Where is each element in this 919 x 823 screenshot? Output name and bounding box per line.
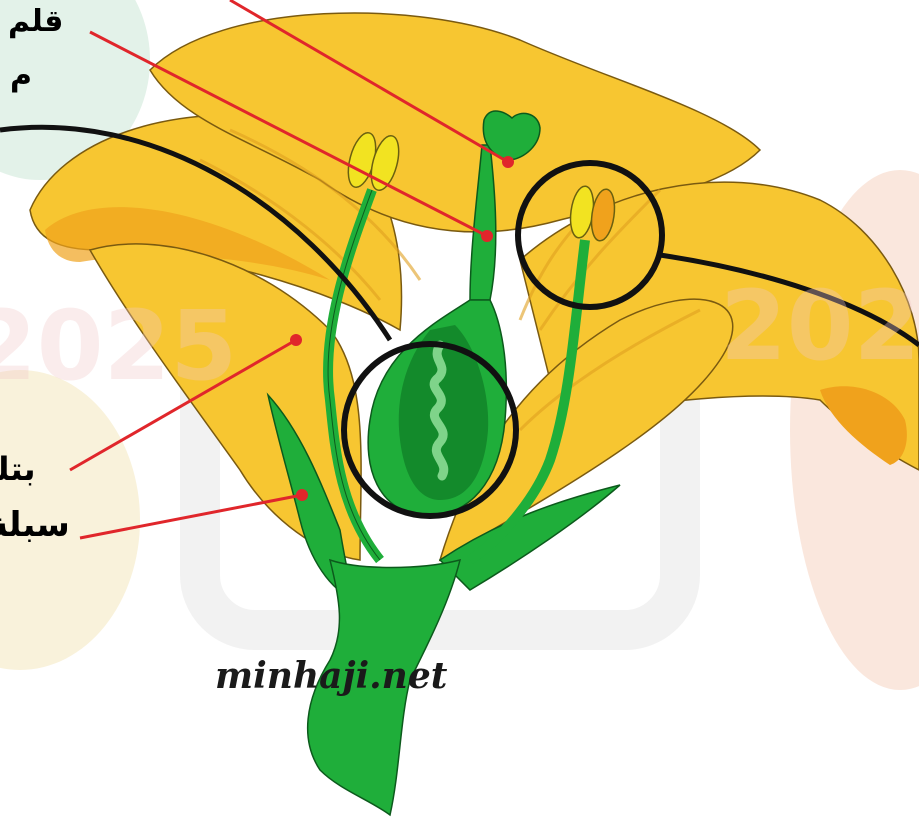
label-ovary: م bbox=[10, 58, 32, 93]
label-petal: بتلة bbox=[0, 450, 36, 488]
watermark-site-text: minhaji.net bbox=[215, 655, 447, 697]
label-style: قلم bbox=[8, 4, 63, 39]
label-sepal: سبلة bbox=[0, 505, 70, 545]
